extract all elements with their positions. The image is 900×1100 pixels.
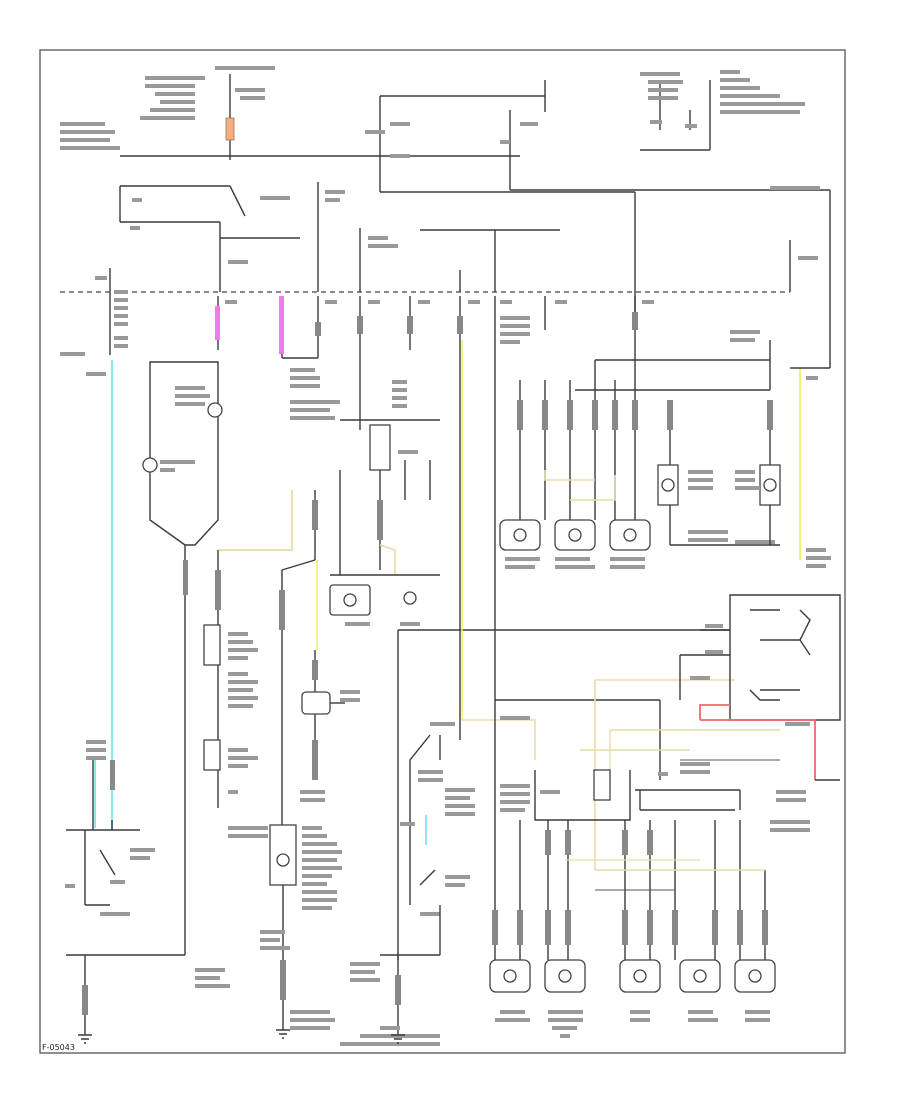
instrument-cluster [142,361,223,955]
diagram-frame [39,49,846,1054]
connectors-row [215,296,654,740]
lamp-relay-group [499,330,831,569]
fuse-row [60,182,818,356]
ground-symbols [78,1029,405,1044]
relay-module [679,594,841,832]
bottom-lamps [489,700,776,1038]
fuse-top [225,117,235,141]
power-distribution-block [60,66,831,368]
dimmer-circuit [203,490,360,1030]
switch-assembly [329,400,730,960]
trunk-wires [461,340,780,870]
diagram-code: F-05043 [42,1043,75,1052]
lower-switch-cluster [340,716,741,1046]
door-switch-circuit [65,360,230,1035]
